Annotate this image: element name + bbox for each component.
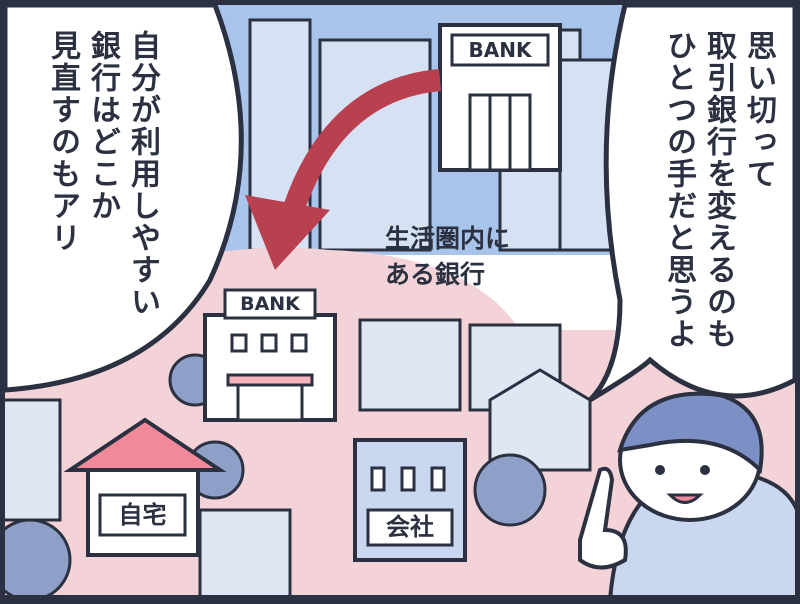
left-speech-bubble bbox=[2, 2, 244, 393]
far-bank-building bbox=[438, 23, 562, 172]
near-bank-building bbox=[203, 288, 337, 422]
right-speech-bubble bbox=[588, 2, 798, 403]
person-character bbox=[578, 391, 800, 602]
home-sign: 自宅 bbox=[118, 501, 167, 529]
mid-buildings bbox=[0, 318, 592, 602]
arrow-shaft bbox=[279, 69, 442, 224]
right-bubble-line-2: 取引銀行を変えるのも bbox=[701, 30, 736, 350]
left-bubble-line-3: 見直すのもアリ bbox=[45, 30, 80, 254]
near-bank-sign: BANK bbox=[240, 293, 300, 315]
left-bubble-line-1: 自分が利用しやすい bbox=[125, 30, 160, 318]
office-building bbox=[353, 438, 467, 562]
arrow-head bbox=[245, 195, 330, 270]
left-bubble-line-2: 銀行はどこか bbox=[85, 30, 120, 222]
home-building bbox=[63, 417, 227, 557]
far-bank-sign: BANK bbox=[468, 38, 532, 62]
caption-line-1: 生活圏内に bbox=[385, 224, 511, 253]
right-bubble-line-3: ひとつの手だと思うよ bbox=[661, 30, 696, 350]
caption-line-2: ある銀行 bbox=[385, 260, 486, 289]
office-sign: 会社 bbox=[386, 513, 434, 541]
right-bubble-line-1: 思い切って bbox=[741, 30, 776, 190]
